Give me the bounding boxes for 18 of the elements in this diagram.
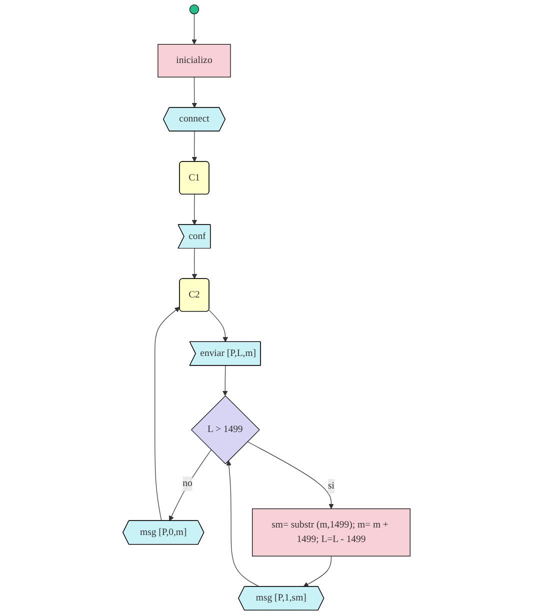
- node-diamond: L > 1499: [190, 395, 260, 464]
- node-box: sm= substr (m,1499); m= m + 1499; L=L - 1499: [252, 508, 410, 556]
- arrow: [192, 14, 197, 45]
- node-circle: [189, 4, 200, 14]
- arrow: [226, 460, 260, 588]
- arrow: [192, 76, 198, 108]
- node-box: inicializo: [158, 44, 231, 78]
- arrow: [303, 556, 332, 587]
- arrow: [222, 365, 228, 396]
- arrow: [192, 131, 198, 162]
- arrow: [192, 248, 198, 280]
- arrow: [247, 441, 334, 509]
- edge-label: no: [182, 478, 192, 489]
- arrow: [208, 310, 228, 342]
- arrow: [154, 306, 180, 522]
- edge-label: si: [328, 480, 334, 492]
- arrow: [169, 450, 212, 522]
- arrow: [192, 194, 198, 226]
